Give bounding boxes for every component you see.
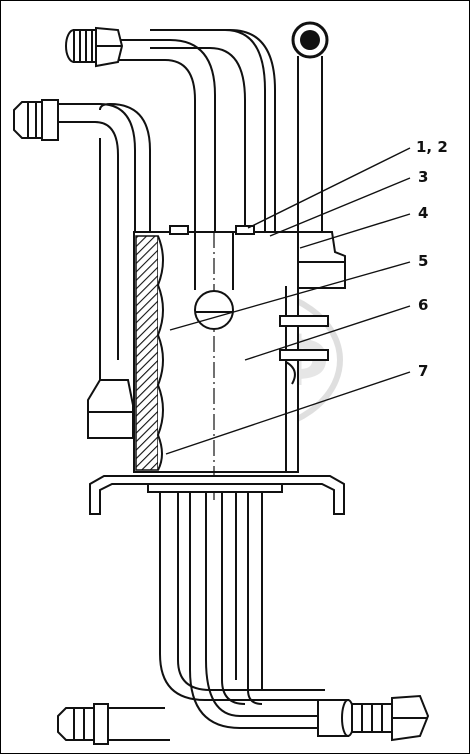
callout-5: 5 <box>418 252 428 270</box>
callout-7: 7 <box>418 362 428 380</box>
callout-4: 4 <box>418 204 428 222</box>
vent-pipe <box>297 56 323 238</box>
leader-lines <box>165 147 411 455</box>
top-screws <box>169 225 255 235</box>
left-inlet-pipe <box>45 103 151 382</box>
lower-tubes <box>159 492 325 729</box>
top-pipes <box>118 29 276 235</box>
bottom-flange <box>89 475 345 515</box>
side-nozzles <box>279 315 329 385</box>
insulation-wall <box>135 235 164 471</box>
callout-3: 3 <box>418 168 428 186</box>
ring-cap <box>291 21 329 59</box>
threaded-fitting <box>65 26 124 68</box>
bottom-right-fitting <box>317 694 430 742</box>
bottom-left-nipple <box>57 703 170 745</box>
callout-6: 6 <box>418 296 428 314</box>
callout-1-2: 1, 2 <box>416 138 448 156</box>
left-hose-nipple <box>13 99 59 141</box>
